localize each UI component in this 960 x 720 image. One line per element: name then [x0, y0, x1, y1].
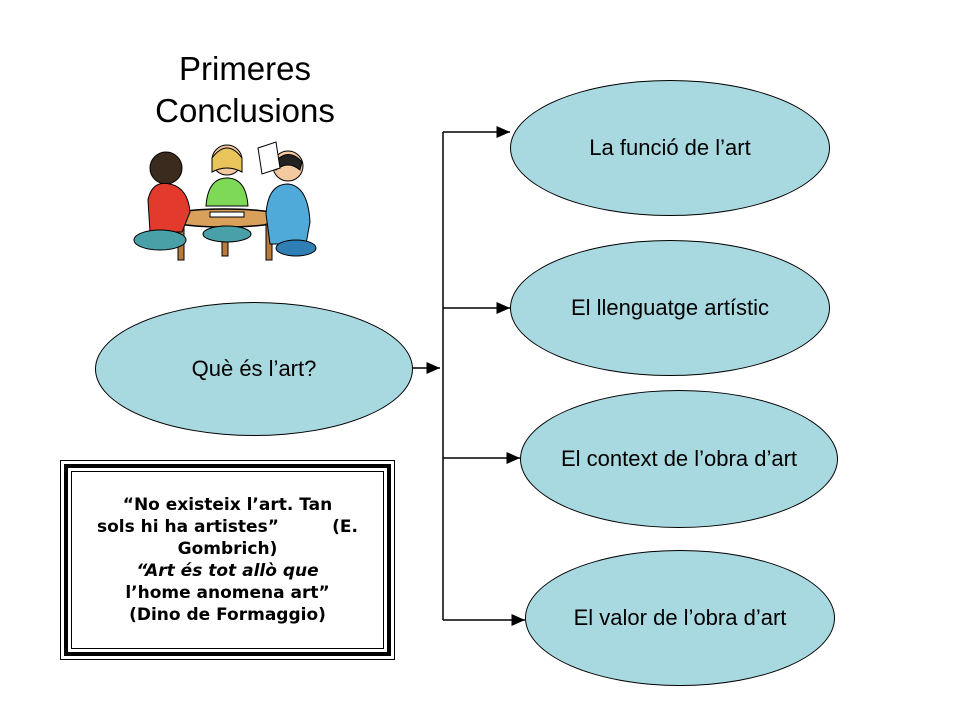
- quote-line: Gombrich): [177, 539, 278, 559]
- branch-node-funcio: La funció de l’art: [510, 80, 830, 216]
- central-node: Què és l’art?: [95, 302, 413, 436]
- branch-label: El llenguatge artístic: [570, 295, 770, 320]
- quote-line: sols hi ha artistes” (E.: [97, 517, 358, 537]
- branch-label: El context de l’obra d’art: [560, 446, 798, 471]
- quote-line: “No existeix l’art. Tan: [122, 495, 333, 515]
- branch-label: El valor de l’obra d’art: [573, 605, 787, 630]
- branch-label: La funció de l’art: [589, 135, 751, 160]
- quote-line: l’home anomena art”: [125, 583, 330, 603]
- title-line-2: Conclusions: [155, 92, 335, 129]
- quote-line: “Art és tot allò que: [136, 561, 319, 581]
- branch-node-llenguatge: El llenguatge artístic: [510, 240, 830, 376]
- slide-title: Primeres Conclusions: [120, 48, 370, 132]
- central-node-label: Què és l’art?: [191, 356, 317, 381]
- title-line-1: Primeres: [178, 50, 312, 87]
- branch-node-valor: El valor de l’obra d’art: [525, 550, 835, 686]
- children-at-table-illustration: [133, 141, 317, 261]
- branch-node-context: El context de l’obra d’art: [520, 390, 838, 528]
- quote-box: “No existeix l’art. Tan sols hi ha artis…: [60, 460, 395, 660]
- quote-line: (Dino de Formaggio): [129, 605, 326, 625]
